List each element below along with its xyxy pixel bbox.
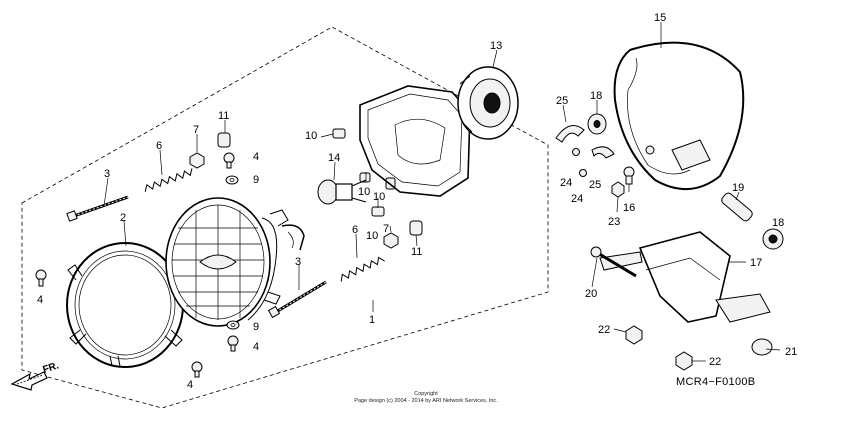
- leader-lines: [103, 22, 781, 362]
- callout-24-a: 24: [560, 177, 572, 189]
- headlight-unit[interactable]: [165, 197, 305, 327]
- cable-clamp-25-lower[interactable]: [591, 146, 615, 159]
- callout-16: 16: [623, 202, 635, 214]
- grommet-18-upper[interactable]: [587, 113, 607, 135]
- callout-11-lower: 11: [411, 246, 422, 258]
- screw-24-a[interactable]: [572, 148, 580, 156]
- adjusting-screw-lower[interactable]: [267, 280, 327, 319]
- screw-4-b[interactable]: [35, 269, 47, 287]
- clip-10-b[interactable]: [359, 172, 371, 183]
- callout-14: 14: [328, 152, 340, 164]
- callout-17: 17: [750, 257, 762, 269]
- headlight-case[interactable]: [613, 41, 745, 191]
- callout-23: 23: [608, 216, 620, 228]
- case-bolt-16[interactable]: [623, 166, 635, 185]
- grommet-18-lower[interactable]: [762, 228, 784, 250]
- callout-10-c: 10: [373, 191, 385, 203]
- callout-10-a: 10: [305, 130, 317, 142]
- callout-7-lower: 7: [383, 223, 389, 235]
- socket-housing[interactable]: [457, 66, 519, 140]
- screw-4-c[interactable]: [227, 335, 239, 352]
- spring-lower[interactable]: [339, 256, 385, 282]
- callout-7-upper: 7: [193, 124, 199, 136]
- collar-11-lower[interactable]: [409, 220, 423, 236]
- callout-1: 1: [369, 314, 375, 326]
- callout-22-a: 22: [598, 324, 610, 336]
- clip-10-d[interactable]: [371, 206, 385, 217]
- callout-21: 21: [785, 346, 797, 358]
- nut-7-lower[interactable]: [383, 232, 399, 249]
- headlight-stay[interactable]: [599, 231, 771, 323]
- clip-10-a[interactable]: [332, 128, 346, 139]
- diagram-code: MCR4−F0100B: [676, 376, 755, 388]
- collar-11-upper[interactable]: [217, 132, 231, 148]
- callout-18-upper: 18: [590, 90, 602, 102]
- screw-24-b[interactable]: [579, 169, 587, 177]
- callout-20: 20: [585, 288, 597, 300]
- collar-19[interactable]: [720, 191, 754, 222]
- callout-10-d: 10: [366, 230, 378, 242]
- callout-2: 2: [120, 212, 126, 224]
- cap-nut-21[interactable]: [751, 338, 773, 356]
- callout-4-c: 4: [253, 341, 259, 353]
- headlight-bracket-frame[interactable]: [359, 85, 471, 197]
- copyright-line-2: Page design (c) 2004 - 2014 by ARI Netwo…: [354, 398, 498, 404]
- callout-9-upper: 9: [253, 174, 259, 186]
- callout-25-upper: 25: [556, 95, 568, 107]
- nut-7-upper[interactable]: [189, 152, 205, 169]
- copyright-line-1: Copyright: [414, 391, 438, 397]
- screw-4-a[interactable]: [223, 152, 235, 169]
- callout-11-upper: 11: [218, 110, 229, 122]
- nut-22-b[interactable]: [675, 351, 693, 371]
- callout-22-b: 22: [709, 356, 721, 368]
- callout-3-lower: 3: [295, 256, 301, 268]
- callout-15: 15: [654, 12, 666, 24]
- headlight-rim[interactable]: [66, 242, 187, 368]
- front-direction-arrow-icon: [10, 371, 48, 391]
- callout-3-upper: 3: [104, 168, 110, 180]
- assembly-boundary: [21, 26, 549, 409]
- callout-6-lower: 6: [352, 224, 358, 236]
- callout-9-lower: 9: [253, 321, 259, 333]
- callout-labels: 1 2 3 3 4 4 4 4 6 6 7 7 9 9 10 10 10 10 …: [37, 12, 797, 391]
- callout-4-d: 4: [187, 379, 193, 391]
- callout-24-b: 24: [571, 193, 583, 205]
- callout-10-b: 10: [358, 186, 370, 198]
- callout-13: 13: [490, 40, 502, 52]
- case-bolt-23[interactable]: [611, 181, 625, 198]
- callout-6-upper: 6: [156, 140, 162, 152]
- washer-9-lower[interactable]: [226, 320, 240, 330]
- callout-4-a: 4: [253, 151, 259, 163]
- callout-25-lower: 25: [589, 179, 601, 191]
- spring-upper[interactable]: [143, 168, 194, 192]
- callout-19: 19: [732, 182, 744, 194]
- stay-bolt-20[interactable]: [590, 246, 637, 278]
- cable-clamp-25-upper[interactable]: [555, 125, 585, 143]
- adjusting-screw-upper[interactable]: [66, 195, 129, 222]
- headlight-bulb[interactable]: [317, 179, 367, 205]
- callout-18-lower: 18: [772, 217, 784, 229]
- washer-9-upper[interactable]: [225, 175, 239, 185]
- callout-4-b: 4: [37, 294, 43, 306]
- nut-22-a[interactable]: [625, 325, 643, 345]
- screw-4-d[interactable]: [191, 361, 203, 378]
- front-direction-label: FR.: [42, 360, 61, 376]
